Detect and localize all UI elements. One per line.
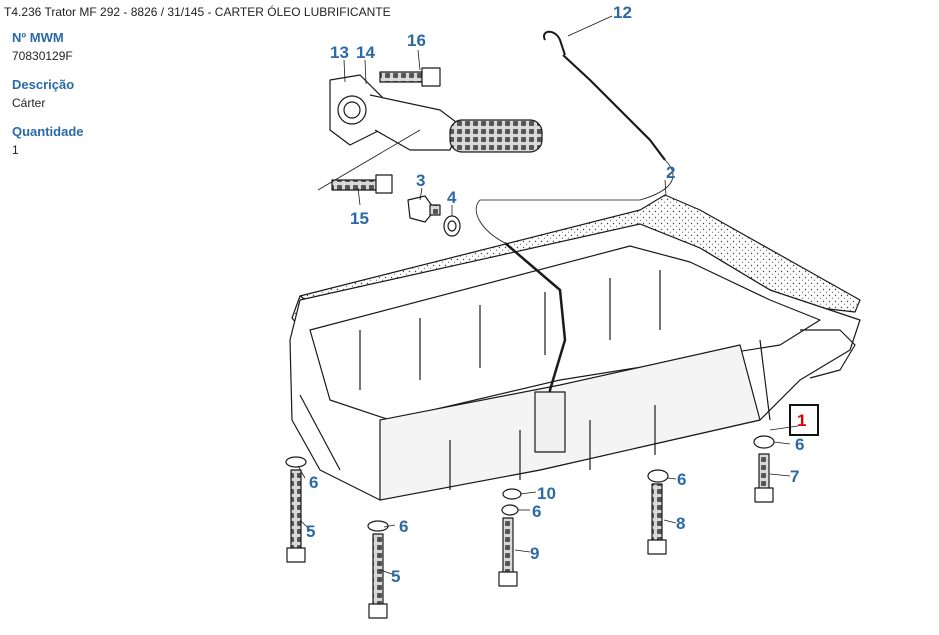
leader-lines bbox=[297, 15, 799, 576]
drain-plug bbox=[407, 195, 441, 223]
filler-tube-assembly bbox=[317, 74, 543, 191]
callout-10[interactable]: 10 bbox=[537, 484, 556, 503]
callout-6c[interactable]: 6 bbox=[532, 502, 541, 521]
callout-1[interactable]: 1 bbox=[797, 411, 806, 430]
description-value: Cárter bbox=[12, 96, 46, 110]
callout-5a[interactable]: 5 bbox=[306, 522, 315, 541]
callout-7[interactable]: 7 bbox=[790, 467, 799, 486]
drain-washer bbox=[443, 215, 461, 237]
mwm-number-value: 70830129F bbox=[12, 49, 73, 63]
callout-6b[interactable]: 6 bbox=[399, 517, 408, 536]
bolt-9 bbox=[498, 488, 522, 587]
selected-callout-box bbox=[789, 404, 819, 436]
dipstick bbox=[475, 30, 674, 244]
bolt-8 bbox=[647, 469, 669, 555]
callout-3[interactable]: 3 bbox=[416, 171, 425, 190]
callout-15[interactable]: 15 bbox=[350, 209, 369, 228]
callout-2[interactable]: 2 bbox=[666, 163, 675, 182]
description-label: Descrição bbox=[12, 77, 75, 92]
callout-13[interactable]: 13 bbox=[330, 43, 349, 62]
callout-6d[interactable]: 6 bbox=[677, 470, 686, 489]
callout-14[interactable]: 14 bbox=[356, 43, 375, 62]
exploded-parts-diagram: 1 2 3 4 5 5 6 6 6 6 6 7 8 9 10 12 13 14 … bbox=[285, 3, 861, 619]
breadcrumb: T4.236 Trator MF 292 - 8826 / 31/145 - C… bbox=[4, 5, 391, 19]
callout-4[interactable]: 4 bbox=[447, 188, 457, 207]
quantity-label: Quantidade bbox=[12, 124, 84, 139]
callout-6a[interactable]: 6 bbox=[309, 473, 318, 492]
dipstick-tube bbox=[504, 242, 567, 453]
callout-6e[interactable]: 6 bbox=[795, 435, 804, 454]
bolt-16 bbox=[379, 67, 441, 87]
bolt-5b bbox=[367, 520, 389, 619]
callout-5b[interactable]: 5 bbox=[391, 567, 400, 586]
bolt-15 bbox=[331, 174, 393, 194]
callout-9[interactable]: 9 bbox=[530, 544, 539, 563]
bolt-5a bbox=[285, 456, 307, 563]
bolt-7 bbox=[753, 435, 775, 503]
quantity-value: 1 bbox=[12, 143, 19, 157]
callout-8[interactable]: 8 bbox=[676, 514, 685, 533]
callouts: 1 2 3 4 5 5 6 6 6 6 6 7 8 9 10 12 13 14 … bbox=[306, 3, 806, 586]
callout-12[interactable]: 12 bbox=[613, 3, 632, 22]
part-info-panel: Nº MWM 70830129F Descrição Cárter Quanti… bbox=[12, 28, 252, 157]
mwm-number-label: Nº MWM bbox=[12, 30, 64, 45]
callout-16[interactable]: 16 bbox=[407, 31, 426, 50]
